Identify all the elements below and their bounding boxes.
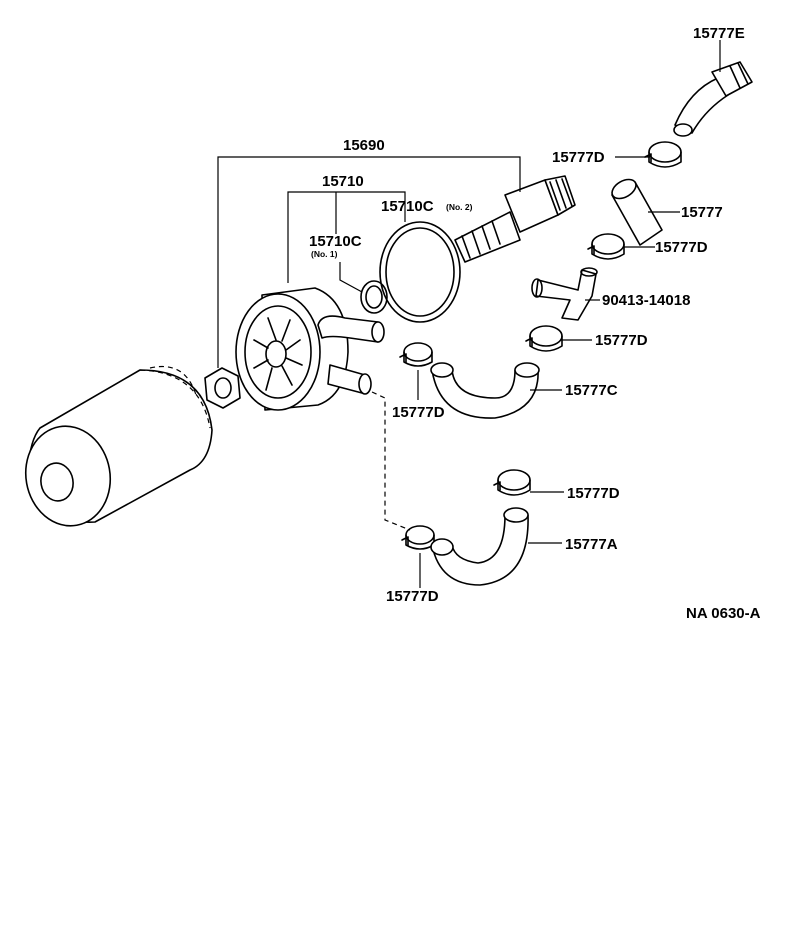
label-15710c-no2: 15710C — [381, 198, 434, 215]
hose-15777e — [673, 61, 753, 137]
oil-filter — [24, 365, 213, 527]
clamp-e — [493, 469, 531, 496]
o-ring-no1 — [360, 280, 388, 314]
label-15777d-f: 15777D — [386, 588, 439, 605]
label-90413-14018: 90413-14018 — [602, 292, 690, 309]
oil-cooler — [235, 287, 385, 411]
reference-code: NA 0630-A — [686, 605, 761, 622]
label-15777c: 15777C — [565, 382, 618, 399]
union-bolt — [454, 175, 576, 263]
label-15777d-c: 15777D — [595, 332, 648, 349]
clamp-b — [587, 233, 625, 260]
clamp-a — [644, 141, 682, 168]
nut — [204, 367, 241, 409]
label-15777d-a: 15777D — [552, 149, 605, 166]
o-ring-no2 — [379, 221, 461, 323]
t-joint — [531, 267, 598, 321]
clamp-d — [399, 342, 433, 367]
label-15777d-b: 15777D — [655, 239, 708, 256]
label-15777: 15777 — [681, 204, 723, 221]
clamp-c — [525, 325, 563, 352]
hose-15777a — [430, 507, 529, 586]
label-15710: 15710 — [322, 173, 364, 190]
hose-15777c — [430, 362, 540, 419]
hose-15777 — [611, 178, 663, 246]
leader-lines — [217, 40, 721, 588]
label-15690: 15690 — [343, 137, 385, 154]
clamp-f — [401, 525, 435, 550]
label-15777d-d: 15777D — [392, 404, 445, 421]
label-no1: (No. 1) — [311, 249, 338, 259]
label-15777d-e: 15777D — [567, 485, 620, 502]
label-15777a: 15777A — [565, 536, 618, 553]
label-15777e: 15777E — [693, 25, 745, 42]
labels: 15777E 15777D 15690 15710 15710C (No. 2)… — [309, 25, 761, 622]
label-15710c-no1: 15710C — [309, 233, 362, 250]
label-no2: (No. 2) — [446, 202, 473, 212]
